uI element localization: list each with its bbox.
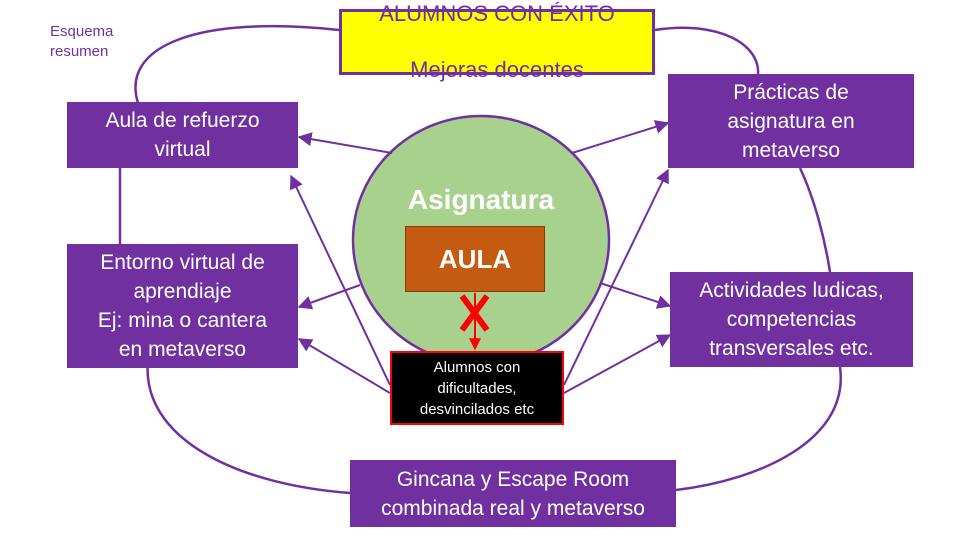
curve-right-side xyxy=(798,167,832,273)
arrow-alumnos-to-entorno xyxy=(297,338,391,394)
exito-box: ALUMNOS CON ÉXITO Mejoras docentes xyxy=(339,1,655,82)
arrows xyxy=(290,120,672,394)
asignatura-title: Asignatura xyxy=(407,184,555,215)
blocked-link xyxy=(459,293,490,351)
arrow-alumnos-to-aula-refuerzo xyxy=(290,174,391,386)
exito-line2: Mejoras docentes xyxy=(410,57,584,82)
arrow-to-entorno xyxy=(297,284,361,310)
arrow-to-practicas xyxy=(571,120,670,154)
actividades-ludicas-box: Actividades ludicas, competencias transv… xyxy=(670,272,913,367)
connector-curves xyxy=(118,24,842,495)
corner-label: Esquema resumen xyxy=(50,23,114,60)
curve-top-right xyxy=(654,26,760,75)
arrow-alumnos-to-actividades xyxy=(563,334,672,394)
aula-refuerzo-box: Aula de refuerzo virtual xyxy=(67,102,298,168)
curve-bottom-right xyxy=(675,366,842,492)
alumnos-dificultades-box: Alumnos con dificultades, desvincilados … xyxy=(390,351,564,425)
practicas-metaverso-box: Prácticas de asignatura en metaverso xyxy=(668,74,914,168)
entorno-virtual-box: Entorno virtual de aprendiaje Ej: mina o… xyxy=(67,244,298,368)
curve-top-left xyxy=(134,24,340,104)
arrow-alumnos-to-practicas xyxy=(563,168,669,386)
arrow-to-aula-refuerzo xyxy=(297,132,393,154)
exito-line1: ALUMNOS CON ÉXITO xyxy=(379,1,615,26)
aula-box: AULA xyxy=(405,226,545,292)
curve-bottom-left xyxy=(146,359,351,495)
gincana-escape-room-box: Gincana y Escape Room combinada real y m… xyxy=(350,460,676,527)
arrow-to-actividades xyxy=(599,282,672,309)
